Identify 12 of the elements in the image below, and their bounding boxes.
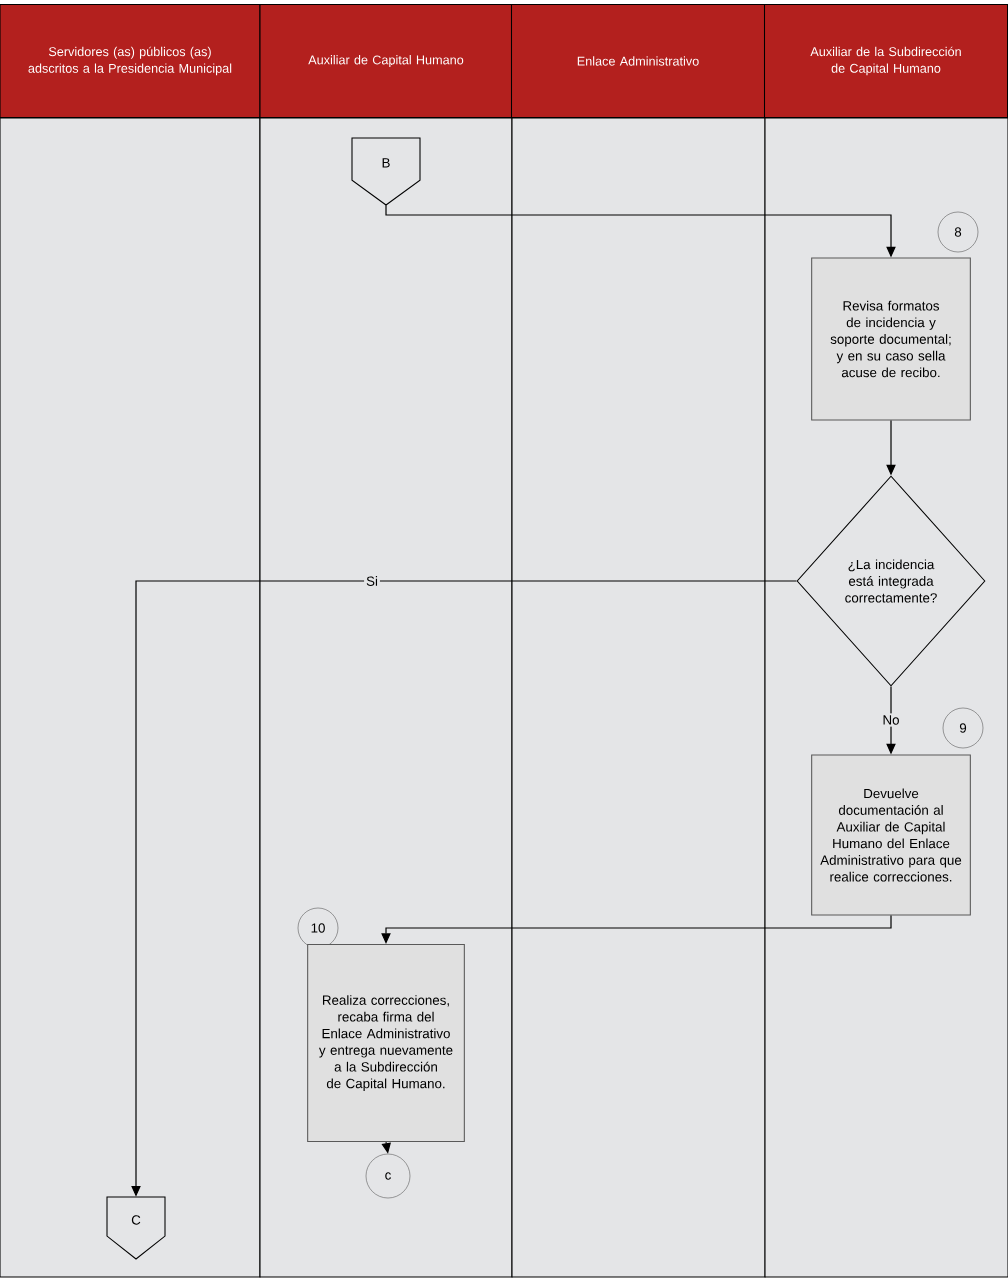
process-box: Revisa formatos de incidencia y soporte documental; y en su caso sella acuse de recibo. — [811, 257, 971, 421]
lane-header: Auxiliar de Capital Humano — [259, 3, 513, 119]
lane-header: Auxiliar de la Subdirección de Capital Humano — [763, 3, 1008, 119]
offpage-connector: B — [351, 137, 421, 206]
lane-header: Enlace Administrativo — [510, 3, 766, 119]
edge-label: Si — [364, 574, 380, 588]
process-box: Realiza correcciones, recaba firma del Enlace Administrativo y entrega nuevamente a la Subdirección de Capital Humano. — [307, 943, 465, 1143]
process-box: Devuelve documentación al Auxiliar de Capital Humano del Enlace Administrativo para que realice correcciones. — [811, 754, 971, 916]
lane-header: Servidores (as) públicos (as) adscritos a la Presidencia Municipal — [0, 3, 261, 119]
offpage-connector: C — [106, 1196, 166, 1260]
edge-label: No — [880, 713, 902, 727]
arrow — [381, 914, 892, 944]
